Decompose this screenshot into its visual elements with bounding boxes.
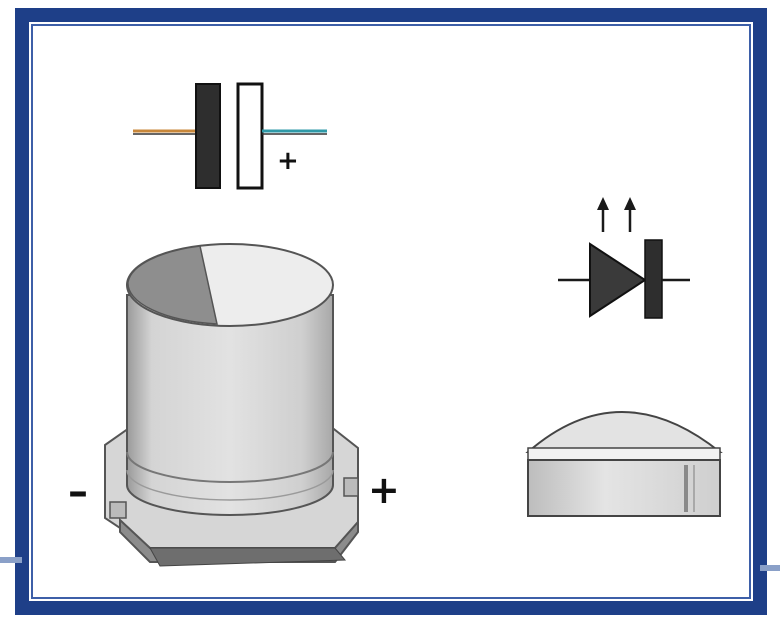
smd-capacitor-icon [104,243,359,567]
capacitor-base-bevel [149,547,347,567]
capacitor-symbol-negative-plate [195,83,221,189]
frame-border [15,8,767,615]
capacitor-symbol-positive-plate [236,82,264,190]
frame-inner-border [31,24,751,599]
capacitor-symbol-icon [133,82,327,190]
capacitor-polarity-marking [127,245,218,325]
capacitor-can-ring [126,451,334,483]
capacitor-can-seam [126,469,334,501]
led-symbol-icon [558,197,690,319]
capacitor-terminal-right [343,477,359,497]
led-symbol-arrow-left-head [597,197,609,210]
led-dome [525,411,723,453]
capacitor-positive-label: + [368,468,400,512]
led-package-body [527,459,721,517]
dome-led-icon [525,411,723,517]
capacitor-can-body [126,294,334,516]
capacitor-symbol-plus-label: + [277,146,299,176]
led-symbol-cathode-bar [644,239,663,319]
capacitor-negative-label: – [68,469,88,515]
led-band [527,447,721,461]
led-symbol-arrow-right-head [624,197,636,210]
capacitor-terminal-left [109,501,127,519]
led-symbol-anode-triangle [589,242,647,318]
